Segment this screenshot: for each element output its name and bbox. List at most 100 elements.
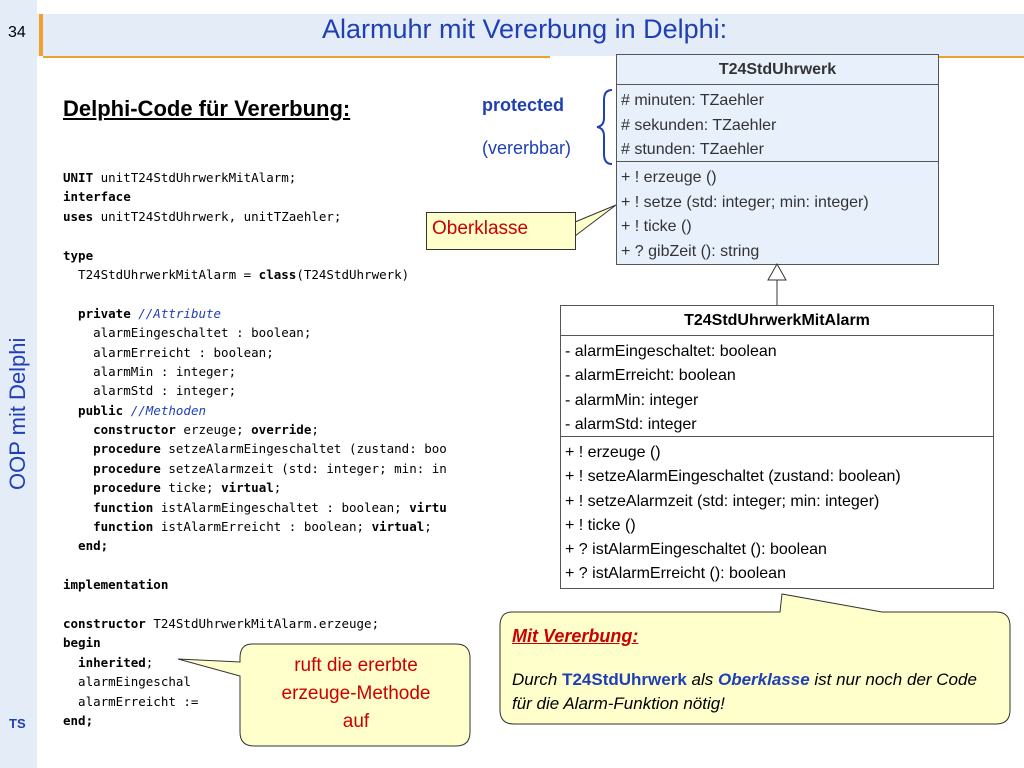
code-line: inherited; [63, 653, 447, 672]
code-line: T24StdUhrwerkMitAlarm = class(T24StdUhrw… [63, 265, 447, 284]
code-line: public //Methoden [63, 401, 447, 420]
code-line: alarmEingeschal [63, 674, 191, 690]
code-keyword: function [63, 519, 154, 535]
left-sidebar [0, 0, 37, 768]
code-line: procedure setzeAlarmzeit (std: integer; … [63, 459, 447, 478]
code-keyword: inherited [63, 654, 146, 670]
code-keyword: procedure [63, 460, 161, 476]
vererbbar-label: (vererbbar) [482, 138, 572, 158]
code-line: interface [63, 187, 447, 206]
uml-attributes: # minuten: TZaehler # sekunden: TZaehler… [617, 85, 938, 162]
uml-attribute: - alarmErreicht: boolean [565, 367, 736, 385]
uml-method: + ! setze (std: integer; min: integer) [621, 193, 869, 211]
slide-number-box [0, 14, 43, 56]
code-comment: //Attribute [130, 305, 222, 321]
code-keyword: function [63, 499, 154, 515]
author-initials: TS [9, 716, 26, 731]
note-highlight: T24StdUhrwerk [562, 670, 687, 689]
code-keyword: constructor [63, 422, 176, 438]
uml-methods: + ! erzeuge () + ! setzeAlarmEingeschalt… [561, 437, 993, 587]
uml-method: + ? istAlarmErreicht (): boolean [565, 565, 786, 583]
code-text: T24StdUhrwerkMitAlarm.erzeuge; [145, 615, 380, 631]
code-keyword: interface [63, 189, 131, 205]
uml-class-base: T24StdUhrwerk # minuten: TZaehler # seku… [616, 54, 939, 265]
inherited-callout-bubble [177, 643, 471, 747]
code-keyword: UNIT [63, 170, 94, 185]
code-text: ; [424, 519, 432, 535]
callout-line: auf [342, 711, 370, 732]
code-line: begin [63, 633, 447, 652]
uml-method: + ? gibZeit (): string [621, 242, 760, 260]
code-line: constructor T24StdUhrwerkMitAlarm.erzeug… [63, 614, 447, 633]
code-keyword: class [258, 266, 297, 282]
code-line: procedure setzeAlarmEingeschaltet (zusta… [63, 439, 447, 458]
inheritance-arrow-icon [767, 262, 787, 306]
code-text: ; [273, 480, 282, 496]
code-keyword: virtual [371, 519, 425, 535]
note-bubble [499, 593, 1011, 725]
code-line: function istAlarmErreicht : boolean; vir… [63, 517, 447, 536]
slide-number: 34 [8, 24, 26, 41]
code-keyword: override [251, 422, 312, 438]
note-text-part: als [686, 670, 718, 689]
code-text: T24StdUhrwerkMitAlarm = [63, 266, 259, 282]
code-comment: //Methoden [123, 402, 207, 418]
uml-class-derived: T24StdUhrwerkMitAlarm - alarmEingeschalt… [560, 305, 994, 589]
code-text: setzeAlarmEingeschaltet (zustand: boo [160, 441, 447, 457]
code-keyword: public [63, 402, 124, 418]
uml-method: + ! setzeAlarmEingeschaltet (zustand: bo… [565, 468, 901, 486]
code-line: alarmEingeschaltet : boolean; [63, 325, 312, 341]
title-divider [43, 56, 1024, 58]
code-line: UNIT unitT24StdUhrwerkMitAlarm; [63, 168, 447, 187]
code-line: uses unitT24StdUhrwerk, unitTZaehler; [63, 207, 447, 226]
uml-method: + ! ticke () [565, 516, 636, 534]
page-title: Alarmuhr mit Vererbung in Delphi: [322, 14, 728, 44]
uml-methods: + ! erzeuge () + ! setze (std: integer; … [617, 162, 938, 264]
code-keyword: procedure [63, 441, 161, 457]
code-line: alarmStd : integer; [63, 383, 237, 399]
code-text: ticke; [160, 480, 222, 496]
callout-line: ruft die ererbte [294, 655, 418, 676]
oberklasse-label: Oberklasse [432, 218, 529, 239]
uml-class-name: T24StdUhrwerkMitAlarm [561, 306, 993, 336]
code-line: constructor erzeuge; override; [63, 420, 447, 439]
note-text-part: Durch [512, 670, 563, 689]
code-text: erzeuge; [175, 422, 252, 438]
code-text: setzeAlarmzeit (std: integer; min: in [160, 460, 447, 476]
delphi-code-listing: UNIT unitT24StdUhrwerkMitAlarm; interfac… [63, 168, 447, 730]
code-keyword: constructor [63, 615, 146, 631]
code-line: end; [63, 536, 447, 555]
code-line: implementation [63, 575, 447, 594]
section-heading: Delphi-Code für Vererbung: [63, 96, 351, 121]
note-title: Mit Vererbung: [512, 626, 639, 646]
code-keyword: end; [63, 538, 109, 554]
code-line: type [63, 246, 447, 265]
code-keyword: end; [63, 712, 94, 728]
code-text: unitT24StdUhrwerk, unitTZaehler; [93, 208, 342, 224]
callout-line: erzeuge-Methode [281, 683, 431, 704]
code-keyword: type [63, 247, 94, 263]
oberklasse-callout [426, 212, 576, 250]
code-text: unitT24StdUhrwerkMitAlarm; [93, 170, 297, 185]
uml-method: + ! erzeuge () [565, 444, 661, 461]
uml-class-name: T24StdUhrwerk [617, 55, 938, 85]
code-keyword: procedure [63, 480, 161, 496]
uml-attribute: # sekunden: TZaehler [621, 116, 777, 134]
uml-attribute: # minuten: TZaehler [621, 92, 764, 109]
uml-attribute: - alarmMin: integer [565, 391, 699, 409]
uml-method: + ! ticke () [621, 218, 692, 235]
code-keyword: private [63, 305, 131, 321]
code-line: private //Attribute [63, 304, 447, 323]
note-highlight: Oberklasse [717, 670, 810, 689]
uml-method: + ! setzeAlarmzeit (std: integer; min: i… [565, 492, 880, 510]
code-line: function istAlarmEingeschaltet : boolean… [63, 498, 447, 517]
code-keyword: virtual [221, 480, 274, 496]
code-keyword: implementation [63, 577, 169, 593]
code-line: procedure ticke; virtual; [63, 478, 447, 497]
uml-method: + ? istAlarmEingeschaltet (): boolean [565, 541, 827, 559]
uml-attribute: # stunden: TZaehler [621, 141, 764, 158]
uml-attributes: - alarmEingeschaltet: boolean - alarmErr… [561, 336, 993, 437]
note-text: Durch T24StdUhrwerk als Oberklasse ist n… [512, 668, 988, 716]
uml-attribute: - alarmEingeschaltet: boolean [565, 343, 777, 360]
